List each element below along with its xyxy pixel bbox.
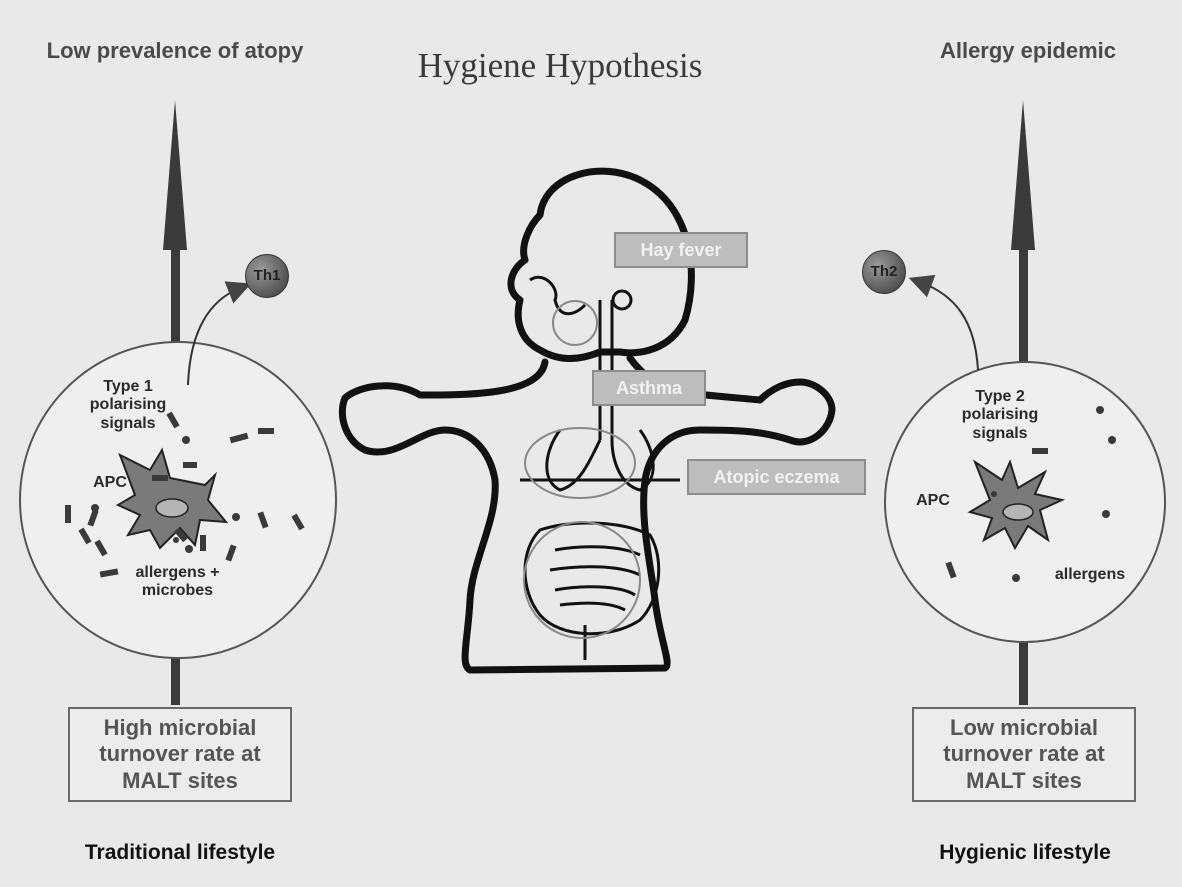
asthma-tag: Asthma <box>592 370 706 406</box>
right-lifestyle-label: Hygienic lifestyle <box>865 841 1182 865</box>
left-allergens-label: allergens + microbes <box>125 564 230 601</box>
th2-node: Th2 <box>862 250 906 294</box>
right-apc-label: APC <box>908 492 958 510</box>
diagram-title: Hygiene Hypothesis <box>360 46 760 86</box>
left-signals-label: Type 1 polarising signals <box>78 378 178 433</box>
right-signal-arrow <box>920 282 978 370</box>
atopic-eczema-tag: Atopic eczema <box>687 459 866 495</box>
right-signals-label: Type 2 polarising signals <box>950 388 1050 443</box>
right-top-label: Allergy epidemic <box>898 38 1158 63</box>
hay-fever-tag: Hay fever <box>614 232 748 268</box>
left-apc-label: APC <box>85 474 135 492</box>
right-apc-nucleus <box>1003 504 1033 520</box>
right-allergens-label: allergens <box>1040 566 1140 584</box>
left-lifestyle-label: Traditional lifestyle <box>20 841 340 865</box>
right-microbial-box: Low microbial turnover rate at MALT site… <box>912 707 1136 802</box>
th1-node: Th1 <box>245 254 289 298</box>
left-top-label: Low prevalence of atopy <box>45 38 305 63</box>
left-microbial-box: High microbial turnover rate at MALT sit… <box>68 707 292 802</box>
left-apc-nucleus <box>156 499 188 517</box>
child-figure <box>342 171 832 670</box>
